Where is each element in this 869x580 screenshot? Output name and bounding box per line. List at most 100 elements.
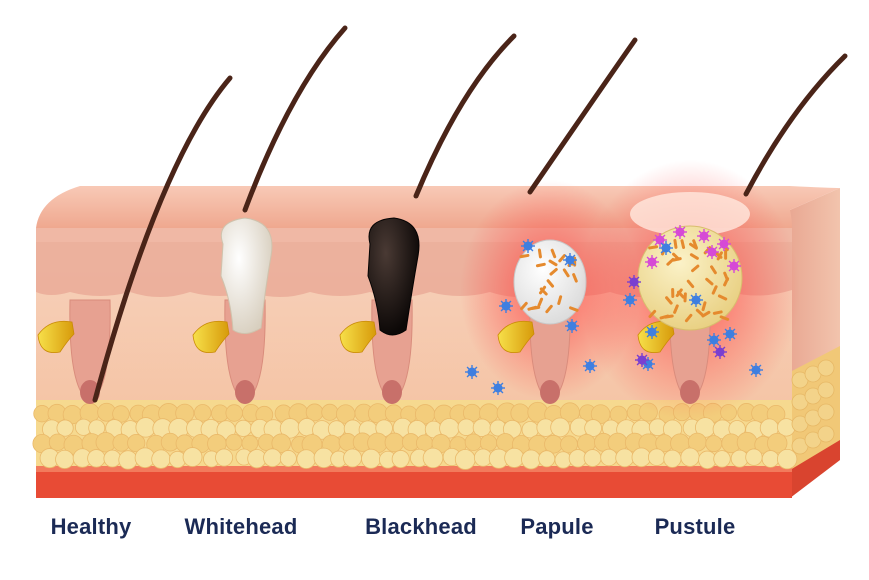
fat-cell xyxy=(234,419,252,437)
bacteria-rod xyxy=(562,268,570,278)
bacteria-blue xyxy=(645,325,659,339)
fat-cell xyxy=(225,404,243,422)
fat-cell xyxy=(705,435,723,453)
bacteria-rod xyxy=(519,253,530,259)
fat-cell xyxy=(151,449,171,469)
bacteria-rod xyxy=(671,287,675,298)
pustule-surface-bulge xyxy=(630,192,750,236)
fat-cell xyxy=(766,432,788,454)
fat-cell xyxy=(56,419,74,437)
bacteria-purple xyxy=(627,275,641,289)
sebaceous-gland xyxy=(497,320,535,354)
fat-cell xyxy=(817,381,835,399)
bacteria-rod xyxy=(648,245,659,250)
bacteria-blue xyxy=(521,239,535,253)
fat-cell xyxy=(663,449,682,468)
muscle-highlight xyxy=(36,466,792,472)
bacteria-rod xyxy=(548,259,558,267)
sebaceous-gland xyxy=(192,320,230,354)
bacteria-rod xyxy=(716,251,723,261)
hair-strand xyxy=(242,25,348,213)
label-papule: Papule xyxy=(520,514,594,539)
fat-cell xyxy=(713,450,731,468)
bacteria-rod xyxy=(549,268,558,276)
muscle-layer xyxy=(36,468,792,498)
unit-whitehead xyxy=(192,25,348,404)
hair-strand xyxy=(743,53,848,197)
bacteria-rod xyxy=(701,301,707,312)
fat-cell xyxy=(127,433,146,453)
bacteria-rod xyxy=(680,239,686,249)
fat-cell xyxy=(745,448,763,466)
bacteria-rod xyxy=(557,295,563,305)
fat-cell xyxy=(521,449,541,470)
fat-cell xyxy=(215,448,234,467)
bacteria-rod xyxy=(711,285,718,295)
fat-cell xyxy=(361,448,381,469)
bacteria-rod xyxy=(648,309,657,319)
fat-cell xyxy=(777,448,798,470)
hair-strand xyxy=(413,33,517,199)
bacteria-blue xyxy=(565,319,579,333)
fat-cell xyxy=(193,404,212,422)
fat-cell xyxy=(263,448,282,468)
sebaceous-gland xyxy=(37,320,75,354)
fat-cell xyxy=(680,447,700,467)
fat-cell xyxy=(182,447,203,467)
bacteria-blue xyxy=(491,381,505,395)
bacteria-rod xyxy=(695,308,704,317)
bacteria-rod xyxy=(705,277,714,286)
sebaceous-gland xyxy=(339,320,377,354)
unit-healthy xyxy=(37,75,233,404)
bacteria-rod xyxy=(572,273,578,283)
fat-cell xyxy=(504,447,525,468)
bacteria-purple xyxy=(635,353,649,367)
hair-strand xyxy=(92,75,233,403)
fat-cell xyxy=(817,403,835,421)
bacteria-rod xyxy=(710,265,717,275)
skin-conditions xyxy=(37,25,848,420)
fat-cell xyxy=(225,433,243,451)
hair-bulb xyxy=(680,380,700,404)
bacteria-rod xyxy=(684,313,693,323)
bacteria-blue xyxy=(583,359,597,373)
fat-cell xyxy=(538,450,556,468)
fat-cell xyxy=(464,433,483,451)
bacteria-rod xyxy=(539,285,547,295)
fat-cell xyxy=(454,449,476,470)
bacteria-rod xyxy=(535,262,546,268)
hair-bulb xyxy=(235,380,255,404)
bacteria-blue xyxy=(689,293,703,307)
fat-cell xyxy=(550,417,570,438)
fat-cell xyxy=(279,450,297,467)
bacteria-rod xyxy=(686,279,695,289)
bacteria-pink xyxy=(717,237,731,251)
fat-cell xyxy=(391,450,410,469)
whitehead-plug xyxy=(220,217,273,334)
bacteria-rod xyxy=(665,296,673,305)
bacteria-pink xyxy=(653,233,667,247)
bacteria-rod xyxy=(724,249,728,260)
bacteria-rod xyxy=(546,279,555,288)
fat-cell xyxy=(510,403,530,423)
fat-cell xyxy=(647,448,666,466)
label-healthy: Healthy xyxy=(50,514,132,539)
label-whitehead: Whitehead xyxy=(184,514,298,539)
hair-bulb xyxy=(540,380,560,404)
unit-pustule xyxy=(580,53,848,420)
fat-cell xyxy=(761,450,780,468)
bacteria-rod xyxy=(520,301,528,311)
fat-cell xyxy=(584,419,602,437)
bacteria-rod xyxy=(717,294,728,301)
bacteria-rod xyxy=(537,297,544,308)
fat-cell xyxy=(631,447,652,468)
unit-blackhead xyxy=(339,33,517,404)
bacteria-rod xyxy=(719,315,730,321)
bacteria-blue xyxy=(623,293,637,307)
fat-cell xyxy=(817,359,835,377)
bacteria-rod xyxy=(663,314,674,319)
bacteria-rod xyxy=(723,277,730,287)
bacteria-blue xyxy=(723,327,737,341)
bacteria-purple xyxy=(713,345,727,359)
